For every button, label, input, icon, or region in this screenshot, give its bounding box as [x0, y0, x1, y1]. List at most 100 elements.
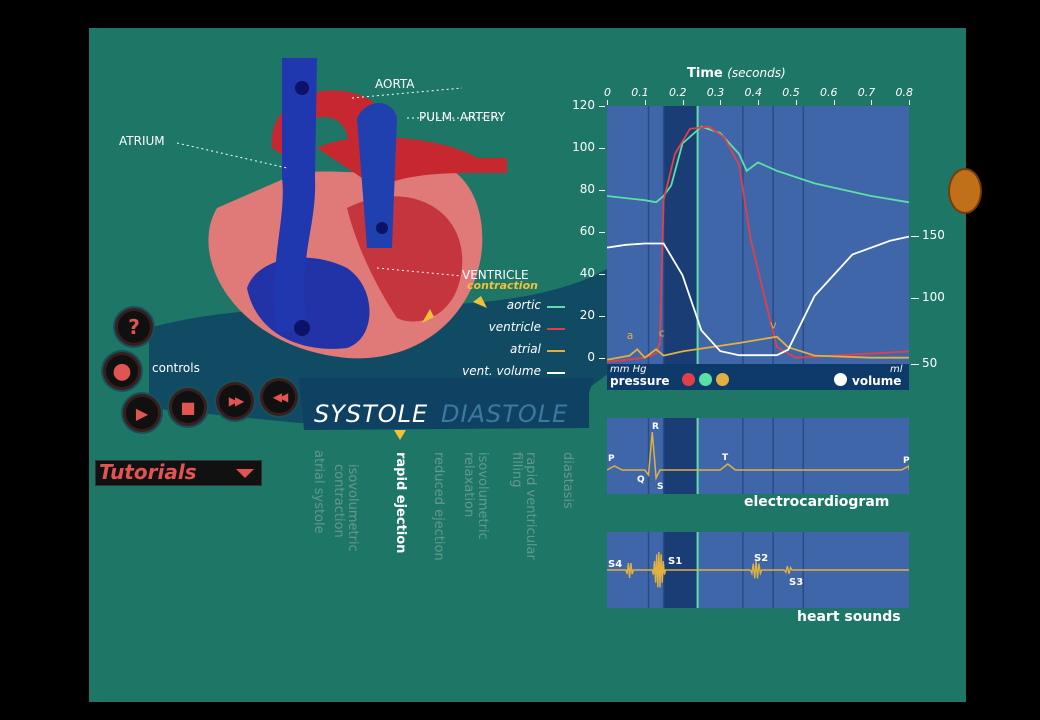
heart-cycle-app: AORTA PULM. ARTERY ATRIUM VENTRICLE cont…: [89, 28, 966, 702]
ecg-label-s: S: [657, 482, 664, 492]
volume-tick: 150: [922, 228, 945, 242]
volume-tick: 100: [922, 290, 945, 304]
pressure-unit: mm Hg: [610, 364, 647, 375]
heart-illustration: [177, 58, 507, 359]
time-axis-title: Time (seconds): [687, 66, 786, 81]
phase-label: reduced ejection: [431, 452, 446, 561]
time-tick-mark: [682, 100, 684, 105]
pressure-tick: 20: [579, 308, 595, 322]
pressure-red-dot[interactable]: [682, 373, 695, 386]
systole-label: SYSTOLE: [314, 400, 429, 428]
phase-marker-icon: [394, 430, 406, 440]
ecg-label-t: T: [722, 453, 729, 463]
wave-label-v: v: [770, 318, 777, 331]
legend-label: ventricle: [488, 320, 541, 334]
phase-label: rapid ejection: [393, 452, 408, 554]
heart-sounds-title: heart sounds: [797, 609, 901, 625]
legend-swatch: [547, 372, 565, 374]
time-tick: 0.6: [820, 86, 838, 99]
legend-swatch: [547, 306, 565, 308]
pressure-tick-mark: [599, 148, 605, 149]
volume-white-dot[interactable]: [834, 373, 847, 386]
phase-label: atrial systole: [311, 450, 326, 534]
pressure-tick: 40: [579, 266, 595, 280]
sound-label-s4: S4: [608, 559, 623, 570]
ventricle-label: VENTRICLE: [462, 268, 529, 282]
pressure-tick: 60: [579, 224, 595, 238]
pressure-tick: 100: [572, 140, 595, 154]
pressure-tick: 80: [579, 182, 595, 196]
time-tick-mark: [607, 100, 608, 105]
contraction-label: contraction: [467, 279, 538, 292]
volume-label: volume: [852, 374, 902, 388]
pressure-tick: 120: [572, 98, 595, 112]
time-tick: 0: [604, 86, 611, 99]
pressure-tick-mark: [599, 190, 605, 191]
pressure-tick-mark: [599, 232, 605, 233]
volume-tick: 50: [922, 356, 938, 370]
legend-swatch: [547, 350, 565, 352]
time-tick-mark: [795, 100, 797, 105]
fast-forward-button[interactable]: ▶▶: [219, 385, 251, 417]
record-icon: ●: [112, 358, 132, 384]
rewind-icon: ◀◀: [272, 390, 289, 404]
heart-sounds-chart: [607, 532, 909, 608]
time-tick-mark: [720, 100, 722, 105]
legend-label: vent. volume: [462, 364, 541, 378]
tutorials-label: Tutorials: [99, 460, 197, 484]
pulm-artery-label: PULM. ARTERY: [419, 110, 506, 124]
ecg-label-p1: P: [608, 454, 615, 464]
time-tick: 0.5: [782, 86, 800, 99]
record-button[interactable]: ●: [106, 355, 138, 387]
atrium-label: ATRIUM: [119, 134, 165, 148]
phase-label: isovolumetric contraction: [331, 464, 360, 552]
volume-unit: ml: [890, 364, 903, 375]
fast-forward-icon: ▶▶: [228, 394, 245, 408]
ecg-label-p2: P: [903, 456, 910, 466]
time-tick: 0.2: [669, 86, 687, 99]
pressure-green-dot[interactable]: [699, 373, 712, 386]
controls-label: controls: [152, 361, 200, 375]
play-button[interactable]: ▶: [126, 397, 158, 429]
sound-label-s3: S3: [789, 577, 804, 588]
stop-icon: ■: [180, 397, 196, 417]
pressure-tick-mark: [599, 274, 605, 275]
legend-label: atrial: [509, 342, 541, 356]
time-tick-mark: [644, 100, 646, 105]
rewind-button[interactable]: ◀◀: [263, 381, 295, 413]
phase-label: isovolumetric relaxation: [461, 452, 490, 540]
chevron-down-icon: [236, 469, 254, 478]
volume-tick-mark: [911, 298, 919, 299]
pressure-tick: 0: [587, 350, 595, 364]
legend-label: aortic: [506, 298, 541, 312]
time-tick: 0.7: [857, 86, 876, 99]
time-tick-mark: [758, 100, 759, 105]
time-tick-mark: [909, 100, 910, 105]
pressure-tick-mark: [599, 358, 605, 359]
stop-button[interactable]: ■: [172, 391, 204, 423]
tutorials-dropdown[interactable]: Tutorials: [95, 460, 262, 486]
diastole-label: DIASTOLE: [441, 400, 569, 428]
time-tick-mark: [833, 100, 835, 105]
sound-label-s2: S2: [754, 553, 769, 564]
ecg-label-q: Q: [637, 475, 645, 485]
pressure-tick-mark: [599, 316, 605, 317]
pressure-tick-mark: [599, 106, 605, 107]
legend-swatch: [547, 328, 565, 330]
pressure-label: pressure: [610, 374, 670, 388]
time-tick-mark: [871, 100, 873, 105]
play-icon: ▶: [135, 403, 149, 423]
side-tab[interactable]: [948, 168, 982, 214]
chart-footer: mm Hg pressure ml volume: [607, 364, 909, 390]
volume-tick-mark: [911, 236, 919, 237]
time-tick: 0.1: [631, 86, 649, 99]
ecg-label-r: R: [652, 422, 659, 432]
time-tick: 0.8: [895, 86, 914, 99]
volume-tick-mark: [911, 364, 919, 365]
phase-label: diastasis: [560, 452, 575, 509]
help-button[interactable]: ?: [118, 311, 150, 343]
aorta-label: AORTA: [375, 77, 415, 91]
pressure-yellow-dot[interactable]: [716, 373, 729, 386]
wave-label-a: a: [627, 329, 634, 342]
